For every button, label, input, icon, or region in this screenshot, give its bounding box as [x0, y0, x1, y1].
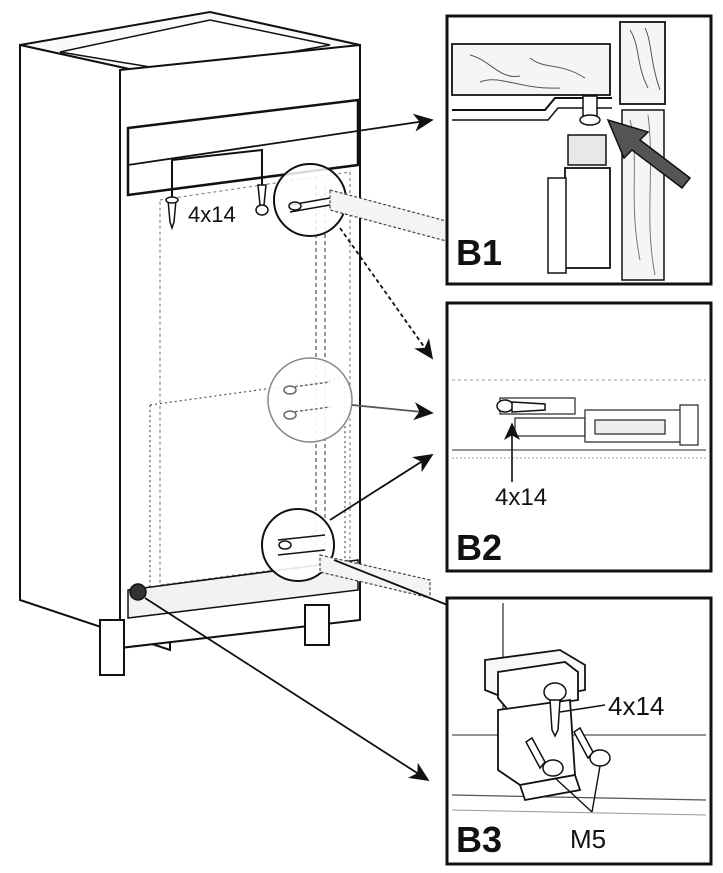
- guide-rail-top: [329, 189, 451, 243]
- top-bracket-leader: [171, 148, 263, 200]
- b3-screw-top-icon: [543, 682, 567, 738]
- detail-circle-top: [273, 163, 347, 237]
- panel-label-b1: B1: [456, 232, 502, 273]
- detail-circle-bottom: [261, 508, 335, 582]
- panel-b1: B1: [445, 14, 713, 286]
- panel-label-b2: B2: [456, 527, 502, 568]
- b1-direction-arrow-icon: [606, 118, 692, 190]
- bottom-marker-dot: [129, 583, 147, 601]
- callout-arrows: [127, 113, 451, 781]
- panel-label-b3: B3: [456, 819, 502, 860]
- b1-screw-icon: [579, 95, 601, 126]
- cabinet-leg-right: [304, 604, 330, 646]
- b2-rail-assembly: [499, 397, 699, 446]
- panel-b2: 4x14 B2: [445, 301, 713, 573]
- screw-size-label-b3: 4x14: [608, 691, 664, 721]
- screw-size-label-m5: M5: [570, 824, 606, 854]
- screw-top-right-icon: [255, 184, 269, 216]
- cabinet-top-rim: [59, 19, 331, 73]
- detail-circle-middle: [267, 357, 353, 443]
- screw-size-label-top: 4x14: [188, 202, 236, 227]
- screw-size-label-b2: 4x14: [495, 484, 547, 511]
- b3-screw-m5-left-icon: [525, 736, 564, 777]
- panel-b3: 4x14 M5 B3: [445, 596, 713, 866]
- cabinet-leg-left: [99, 619, 125, 676]
- b2-screw-icon: [496, 399, 546, 413]
- cabinet: [19, 10, 361, 676]
- screw-top-left-icon: [165, 196, 179, 231]
- b1-wood-board: [451, 43, 611, 96]
